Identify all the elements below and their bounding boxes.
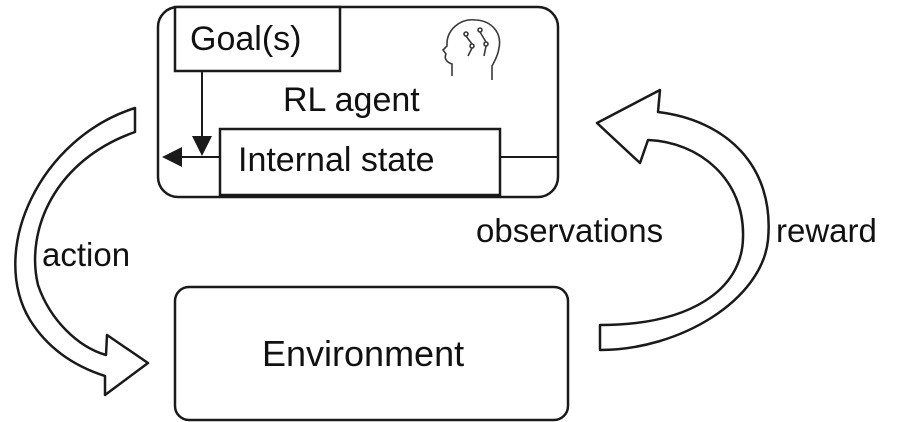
goal-label: Goal(s) xyxy=(190,20,302,58)
action-arrow xyxy=(14,106,150,397)
brain-head-icon xyxy=(441,19,501,80)
environment-label: Environment xyxy=(262,333,465,374)
internal-state-label: Internal state xyxy=(238,141,435,179)
internal-state-box xyxy=(218,127,502,197)
goal-box xyxy=(173,5,342,73)
reward-observation-arrow xyxy=(595,88,770,352)
reward-label: reward xyxy=(776,212,877,249)
action-label: action xyxy=(42,236,131,273)
observations-label: observations xyxy=(476,212,664,249)
environment-box xyxy=(173,285,570,422)
rl-agent-label: RL agent xyxy=(283,81,420,119)
